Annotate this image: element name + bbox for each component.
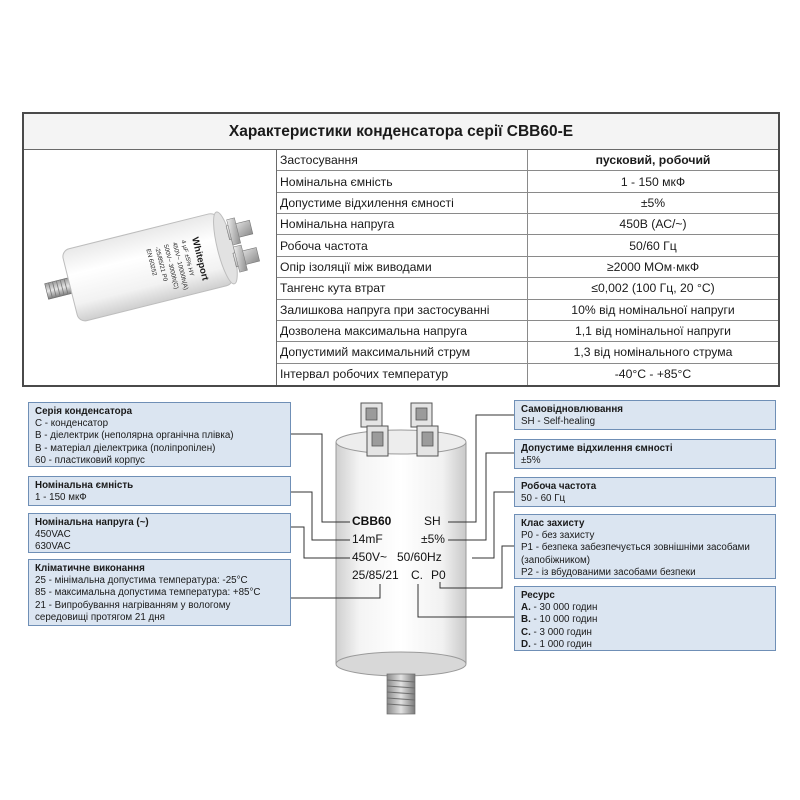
capacitor-photo-image: Whiteport 4 μF ±5% HY 450V~ 10000h(A) 50… bbox=[44, 211, 260, 322]
spec-value: 450В (АС/~) bbox=[619, 217, 687, 232]
frequency-info-box: Робоча частота 50 - 60 Гц bbox=[514, 477, 776, 507]
protection-class-info-box: Клас захисту Р0 - без захисту Р1 - безпе… bbox=[514, 514, 776, 579]
spec-label: Допустимий максимальний струм bbox=[277, 342, 528, 363]
spec-row-capacitance: Номінальна ємність 1 - 150 мкФ bbox=[277, 171, 778, 193]
box-title: Клас захисту bbox=[521, 518, 585, 529]
resource-key: D. bbox=[521, 638, 531, 650]
spec-label: Номінальна ємність bbox=[277, 171, 528, 192]
spec-row-tolerance: Допустиме відхилення ємності ±5% bbox=[277, 192, 778, 215]
spec-value: ≤0,002 (100 Гц, 20 °С) bbox=[591, 281, 715, 296]
spec-row-temperature: Інтервал робочих температур -40°С - +85°… bbox=[277, 363, 778, 385]
spec-value: ≥2000 МОм·мкФ bbox=[606, 259, 700, 274]
resource-text: - 10 000 годин bbox=[530, 614, 598, 626]
marking-tolerance: ±5% bbox=[421, 532, 445, 546]
spec-label: Робоча частота bbox=[277, 235, 528, 256]
marking-frequency: 50/60Hz bbox=[397, 550, 442, 564]
box-title: Допустиме відхилення ємності bbox=[521, 443, 673, 454]
capacitor-drawing bbox=[335, 402, 467, 715]
spec-value: 50/60 Гц bbox=[629, 238, 677, 253]
spec-label: Номінальна напруга bbox=[277, 214, 528, 235]
box-line: В - матеріал діелектрика (поліпропілен) bbox=[35, 442, 216, 454]
leader-lines bbox=[291, 414, 514, 618]
box-line: SH - Self-healing bbox=[521, 416, 596, 428]
spec-value: 10% від номінальної напруги bbox=[571, 302, 735, 317]
box-line: В - діелектрик (неполярна органічна плів… bbox=[35, 430, 234, 442]
box-line: ±5% bbox=[521, 455, 541, 467]
spec-value: 1 - 150 мкФ bbox=[620, 174, 686, 189]
box-line: 60 - пластиковий корпус bbox=[35, 454, 145, 466]
box-line: С - конденсатор bbox=[35, 418, 109, 430]
series-info-box: Серія конденсатора С - конденсатор В - д… bbox=[28, 402, 291, 467]
voltage-info-box: Номінальна напруга (~) 450VAC 630VAC bbox=[28, 513, 291, 553]
spec-label: Інтервал робочих температур bbox=[277, 363, 528, 385]
box-title: Номінальна ємність bbox=[35, 480, 134, 491]
self-healing-info-box: Самовідновлювання SH - Self-healing bbox=[514, 400, 776, 430]
spec-row-voltage: Номінальна напруга 450В (АС/~) bbox=[277, 214, 778, 236]
tolerance-info-box: Допустиме відхилення ємності ±5% bbox=[514, 439, 776, 469]
spec-row-max-voltage: Дозволена максимальна напруга 1,1 від но… bbox=[277, 320, 778, 343]
spec-row-loss-tangent: Тангенс кута втрат ≤0,002 (100 Гц, 20 °С… bbox=[277, 278, 778, 300]
resource-item: B. - 10 000 годин bbox=[521, 614, 770, 626]
spec-label: Залишкова напруга при застосуванні bbox=[277, 299, 528, 320]
resource-item: C. - 3 000 годин bbox=[521, 627, 770, 639]
marking-model: CBB60 bbox=[352, 514, 392, 528]
marking-climate: 25/85/21 bbox=[352, 568, 399, 582]
spec-row-frequency: Робоча частота 50/60 Гц bbox=[277, 235, 778, 257]
box-line: 25 - мінімальна допустима температура: -… bbox=[35, 575, 248, 587]
capacitor-photo: Whiteport 4 μF ±5% HY 450V~ 10000h(A) 50… bbox=[24, 150, 277, 385]
box-line: 450VAC bbox=[35, 529, 71, 541]
spec-label: Тангенс кута втрат bbox=[277, 278, 528, 299]
spec-label: Застосування bbox=[277, 150, 528, 171]
box-title: Номінальна напруга (~) bbox=[35, 517, 149, 528]
resource-key: B. bbox=[521, 614, 531, 626]
spec-value: пусковий, робочий bbox=[595, 153, 711, 168]
box-line: 630VAC bbox=[35, 541, 71, 553]
spec-label: Опір ізоляції між виводами bbox=[277, 256, 528, 278]
box-line: 1 - 150 мкФ bbox=[35, 492, 87, 504]
box-line: Р0 - без захисту bbox=[521, 530, 595, 542]
spec-row-residual-voltage: Залишкова напруга при застосуванні 10% в… bbox=[277, 299, 778, 321]
resource-key: A. bbox=[521, 602, 531, 614]
marking-resource: C. bbox=[411, 568, 423, 582]
box-title: Робоча частота bbox=[521, 481, 597, 492]
spec-value: 1,3 від номінального струма bbox=[573, 345, 733, 360]
terminal-icon bbox=[360, 402, 439, 457]
box-line: Р1 - безпека забезпечується зовнішніми з… bbox=[521, 542, 750, 554]
box-line: 21 - Випробування нагріванням у вологому bbox=[35, 599, 231, 611]
spec-rows: Застосування пусковий, робочий Номінальн… bbox=[277, 150, 778, 385]
box-title: Кліматичне виконання bbox=[35, 563, 145, 574]
resource-text: - 30 000 годин bbox=[530, 602, 598, 614]
box-line: (запобіжником) bbox=[521, 554, 591, 566]
resource-text: - 3 000 годин bbox=[530, 626, 592, 638]
spec-row-insulation: Опір ізоляції між виводами ≥2000 МОм·мкФ bbox=[277, 256, 778, 279]
resource-text: - 1 000 годин bbox=[530, 638, 592, 650]
page-title: Характеристики конденсатора серії CBB60-… bbox=[24, 114, 778, 150]
resource-item: D. - 1 000 годин bbox=[521, 639, 770, 651]
spec-value: -40°С - +85°С bbox=[614, 367, 692, 382]
box-line: 85 - максимальна допустима температура: … bbox=[35, 587, 261, 599]
box-line: середовищі протягом 21 дня bbox=[35, 611, 165, 623]
box-line: Р2 - із вбудованими засобами безпеки bbox=[521, 566, 696, 578]
marking-voltage: 450V~ bbox=[352, 550, 388, 564]
marking-protection: P0 bbox=[431, 568, 446, 582]
box-line: 50 - 60 Гц bbox=[521, 493, 566, 505]
marking-sh: SH bbox=[424, 514, 441, 528]
spec-row-application: Застосування пусковий, робочий bbox=[277, 150, 778, 172]
spec-row-max-current: Допустимий максимальний струм 1,3 від но… bbox=[277, 342, 778, 364]
spec-label: Допустиме відхилення ємності bbox=[277, 192, 528, 214]
capacitance-info-box: Номінальна ємність 1 - 150 мкФ bbox=[28, 476, 291, 506]
spec-value: ±5% bbox=[640, 195, 666, 210]
resource-key: C. bbox=[521, 626, 531, 638]
resource-item: A. - 30 000 годин bbox=[521, 602, 770, 614]
spec-value: 1,1 від номінальної напруги bbox=[575, 324, 731, 339]
spec-label: Дозволена максимальна напруга bbox=[277, 320, 528, 342]
marking-capacitance: 14mF bbox=[352, 532, 383, 546]
box-title: Самовідновлювання bbox=[521, 404, 623, 415]
spec-table: Характеристики конденсатора серії CBB60-… bbox=[22, 112, 780, 387]
resource-info-box: Ресурс A. - 30 000 годин B. - 10 000 год… bbox=[514, 586, 776, 651]
climate-info-box: Кліматичне виконання 25 - мінімальна доп… bbox=[28, 559, 291, 626]
box-title: Ресурс bbox=[521, 590, 555, 601]
box-title: Серія конденсатора bbox=[35, 406, 133, 417]
